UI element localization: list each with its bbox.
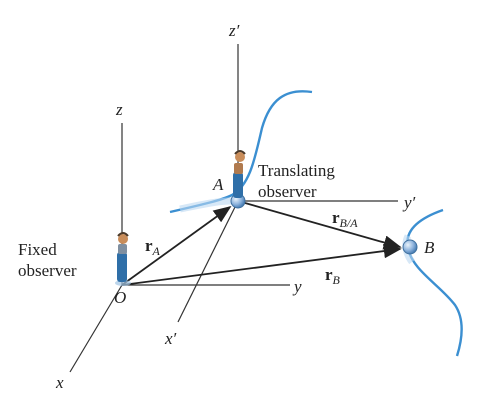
- x-axis: [69, 284, 123, 373]
- label-y: y: [292, 277, 302, 296]
- label-vector-r-b: rB: [325, 265, 341, 287]
- vector-r-b-a: [237, 200, 402, 250]
- fixed-observer-figure: [115, 232, 131, 286]
- label-x: x: [55, 373, 64, 392]
- label-vector-r-b-a: rB/A: [332, 208, 358, 230]
- label-fixed-1: Fixed: [18, 240, 57, 259]
- vector-r-b: [121, 243, 402, 286]
- label-z: z: [115, 100, 123, 119]
- translating-observer-figure: [233, 150, 246, 198]
- particle-b: [402, 239, 418, 255]
- label-fixed-2: observer: [18, 261, 77, 280]
- label-point-b: B: [424, 238, 435, 257]
- label-translating-1: Translating: [258, 161, 335, 180]
- label-vector-r-a: rA: [145, 236, 161, 258]
- path-of-b: [406, 208, 463, 357]
- label-translating-2: observer: [258, 182, 317, 201]
- x-prime-axis: [177, 200, 239, 323]
- label-x-prime: x′: [164, 329, 177, 348]
- label-origin: O: [114, 288, 126, 307]
- label-point-a: A: [212, 175, 224, 194]
- label-y-prime: y′: [402, 193, 416, 212]
- vector-r-a: [121, 205, 232, 286]
- label-z-prime: z′: [228, 21, 240, 40]
